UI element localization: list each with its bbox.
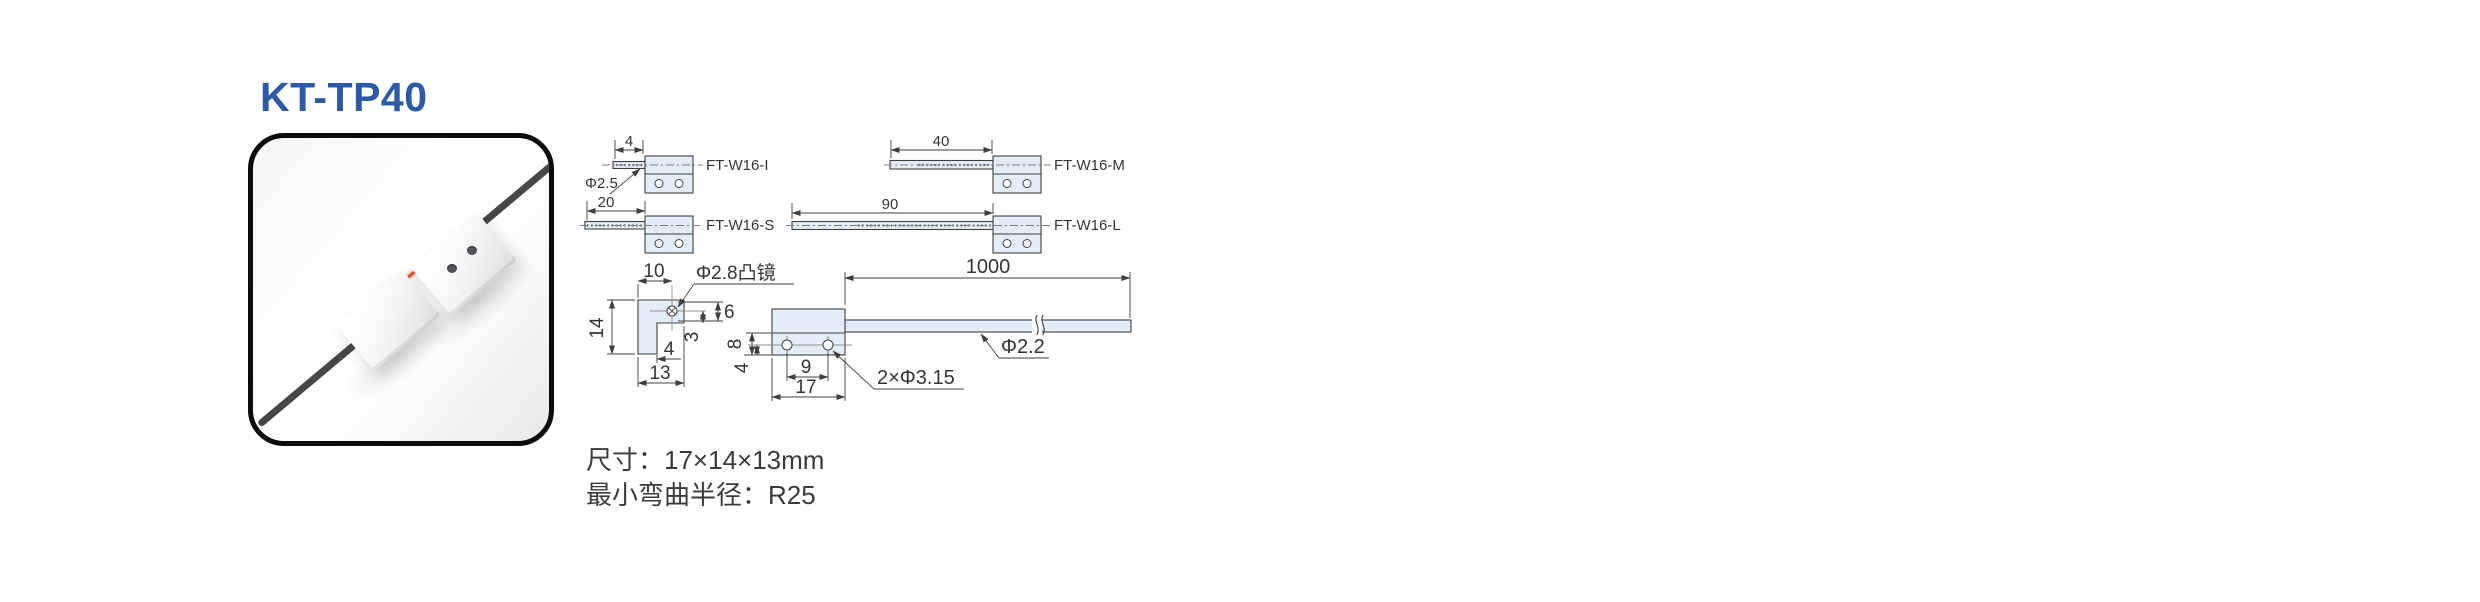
drawing-side-view: 10 Φ2.8凸镜 14 6 3 4 13 xyxy=(587,261,794,387)
label-ft-w16-m: FT-W16-M xyxy=(1054,157,1125,174)
dim-40: 40 xyxy=(933,133,950,150)
callout-cable-diameter: Φ2.2 xyxy=(1001,336,1045,358)
dim-base-height: 8 xyxy=(725,339,746,350)
dim-height: 14 xyxy=(587,317,608,339)
dim-width: 17 xyxy=(795,377,816,398)
product-photo xyxy=(248,133,554,446)
callout-lens: Φ2.8凸镜 xyxy=(696,262,776,284)
label-ft-w16-s: FT-W16-S xyxy=(706,217,774,234)
spec-block: 尺寸：17×14×13mm 最小弯曲半径：R25 xyxy=(586,443,824,513)
dim-20: 20 xyxy=(598,194,615,211)
dim-lens-depth: 6 xyxy=(724,302,735,323)
label-ft-w16-l: FT-W16-L xyxy=(1054,217,1121,234)
dim-4: 4 xyxy=(625,133,633,150)
product-model-title: KT-TP40 xyxy=(260,74,428,120)
dim-leg-width: 4 xyxy=(664,339,675,360)
spec-min-bend-radius: 最小弯曲半径：R25 xyxy=(586,480,816,510)
callout-fiber-diameter: Φ2.5 xyxy=(585,175,618,192)
dim-cable-length: 1000 xyxy=(966,256,1011,278)
label-ft-w16-i: FT-W16-I xyxy=(706,157,769,174)
dim-90: 90 xyxy=(882,196,899,213)
dim-hole-pitch: 9 xyxy=(801,357,812,378)
callout-mount-holes: 2×Φ3.15 xyxy=(877,367,955,389)
drawing-ft-w16-l: 90 FT-W16-L xyxy=(786,196,1121,254)
dim-hole-offset: 4 xyxy=(732,362,753,373)
dim-top-width: 10 xyxy=(643,261,664,282)
spec-size: 尺寸：17×14×13mm xyxy=(586,445,825,475)
dim-lens-offset: 3 xyxy=(682,332,703,343)
drawing-ft-w16-i: 4 FT-W16-I Φ2.5 xyxy=(585,133,769,195)
dim-bottom-width: 13 xyxy=(649,363,670,384)
bracket-hole xyxy=(447,264,457,273)
drawing-ft-w16-s: 20 FT-W16-S xyxy=(580,194,774,254)
bracket-hole xyxy=(467,246,477,255)
drawing-front-view: 1000 Φ2.2 2×Φ3.15 8 4 9 17 xyxy=(725,256,1132,401)
drawing-ft-w16-m: 40 FT-W16-M xyxy=(884,133,1125,194)
